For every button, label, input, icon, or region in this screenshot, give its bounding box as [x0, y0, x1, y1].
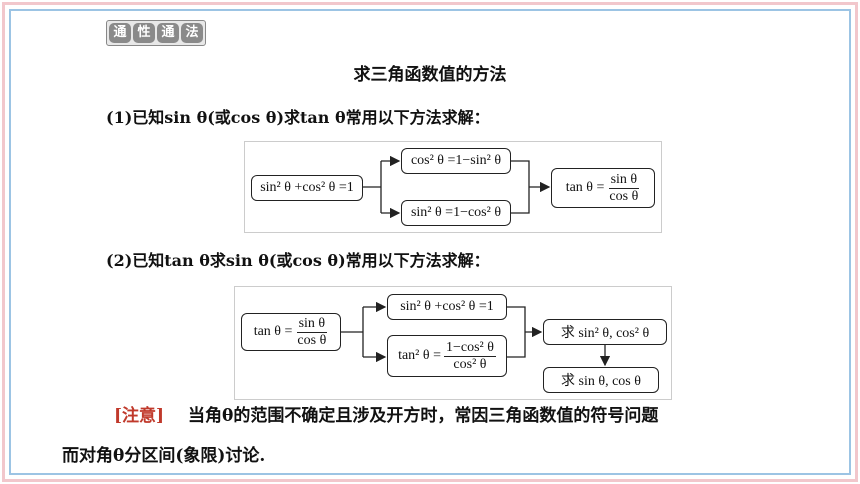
fraction-numerator: sin θ	[296, 316, 328, 333]
tan-given-box: tan θ = sin θ cos θ	[241, 313, 341, 351]
tan-squared-box: tan² θ = 1−cos² θ cos² θ	[387, 335, 507, 377]
cos-squared-box: cos² θ =1−sin² θ	[401, 148, 511, 174]
tan-squared-lhs: tan² θ =	[398, 348, 441, 363]
inner-frame	[9, 9, 851, 475]
fraction-denominator: cos θ	[297, 332, 327, 348]
method-1-heading: (1)已知sin θ(或cos θ)求tan θ常用以下方法求解：	[106, 108, 490, 127]
note-text-1: 当角θ的范围不确定且涉及开方时，常因三角函数值的符号问题	[188, 406, 659, 426]
method-2-heading: (2)已知tan θ求sin θ(或cos θ)常用以下方法求解：	[106, 251, 490, 270]
badge-char: 通	[157, 23, 179, 43]
find-values-box: 求 sin θ, cos θ	[543, 367, 659, 393]
note-line-1: [注意] 当角θ的范围不确定且涉及开方时，常因三角函数值的符号问题	[114, 401, 658, 426]
fraction-numerator: 1−cos² θ	[443, 340, 496, 357]
tan-given-fraction: sin θ cos θ	[295, 316, 328, 348]
fraction-numerator: sin θ	[608, 172, 640, 189]
diagram-2: tan θ = sin θ cos θ sin² θ +cos² θ =1 ta…	[234, 286, 672, 400]
diagram-1: sin² θ +cos² θ =1 cos² θ =1−sin² θ sin² …	[244, 141, 662, 233]
identity-box: sin² θ +cos² θ =1	[251, 175, 363, 201]
find-squares-box: 求 sin² θ, cos² θ	[543, 319, 667, 345]
fraction-denominator: cos² θ	[453, 356, 487, 372]
note-tag: [注意]	[114, 406, 165, 426]
tan-given-lhs: tan θ =	[253, 324, 293, 339]
diagram-1-arrows	[363, 155, 661, 219]
diagram-2-arrows	[341, 301, 611, 367]
tan-squared-fraction: 1−cos² θ cos² θ	[443, 340, 496, 372]
section-badge: 通 性 通 法	[106, 20, 206, 46]
tan-fraction: sin θ cos θ	[607, 172, 640, 204]
page-title: 求三角函数值的方法	[353, 65, 507, 85]
badge-char: 法	[181, 23, 203, 43]
fraction-denominator: cos θ	[609, 188, 639, 204]
tan-result-box: tan θ = sin θ cos θ	[551, 168, 655, 208]
pythagorean-box: sin² θ +cos² θ =1	[387, 294, 507, 320]
tan-lhs: tan θ =	[565, 180, 605, 195]
sin-squared-box: sin² θ =1−cos² θ	[401, 200, 511, 226]
badge-char: 通	[109, 23, 131, 43]
badge-char: 性	[133, 23, 155, 43]
note-line-2: 而对角θ分区间(象限)讨论.	[62, 446, 266, 466]
